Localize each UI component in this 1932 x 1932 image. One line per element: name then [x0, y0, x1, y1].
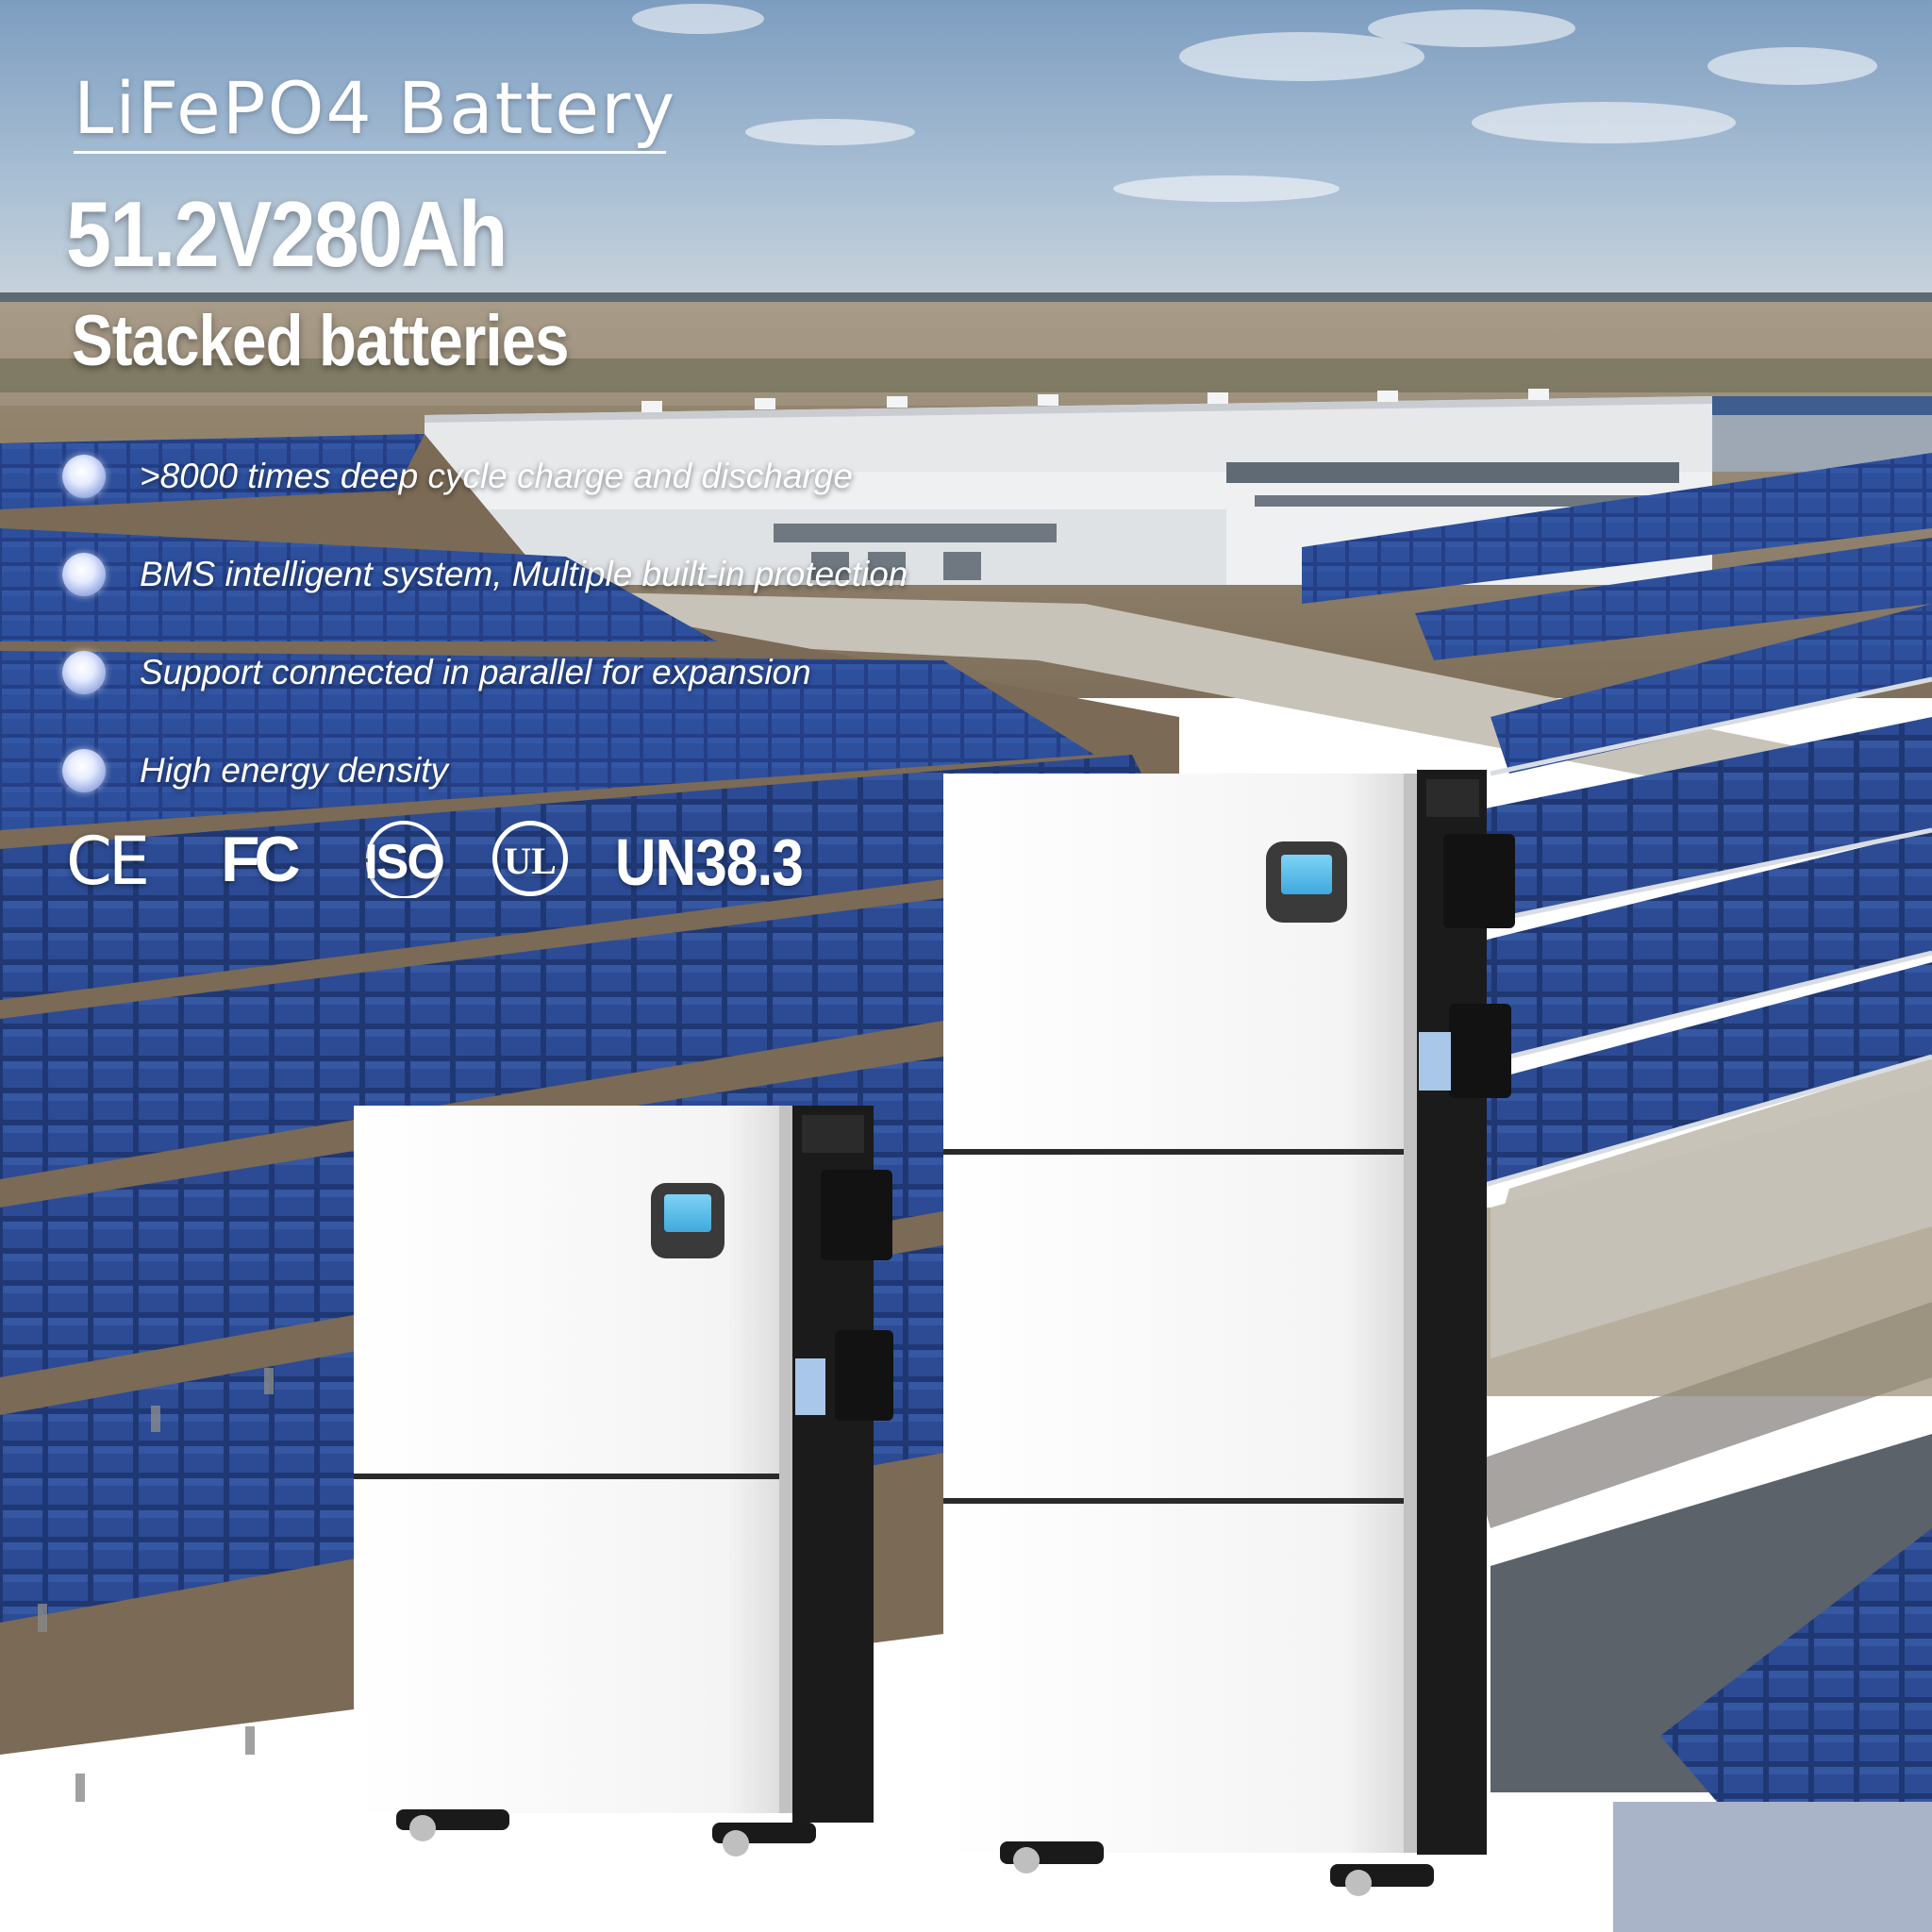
- ul-mark-label: UL: [504, 840, 557, 882]
- fcc-mark-icon: FC: [221, 824, 301, 895]
- feature-item: Support connected in parallel for expans…: [62, 647, 1006, 745]
- iso-mark-icon: ISO: [355, 821, 453, 898]
- feature-list: >8000 times deep cycle charge and discha…: [62, 451, 1006, 830]
- feature-text: >8000 times deep cycle charge and discha…: [140, 457, 853, 495]
- feature-text: High energy density: [140, 751, 449, 790]
- feature-item: >8000 times deep cycle charge and discha…: [62, 451, 1006, 549]
- product-spec: 51.2V280Ah: [66, 182, 508, 286]
- ul-mark-icon: UL: [492, 821, 568, 896]
- product-title: LiFePO4 Battery: [74, 66, 677, 150]
- feature-text: Support connected in parallel for expans…: [140, 653, 811, 691]
- feature-text: BMS intelligent system, Multiple built-i…: [140, 555, 908, 593]
- bullet-icon: [62, 455, 106, 498]
- bullet-icon: [62, 553, 106, 596]
- certification-logos: CE FC ISO UL UN38.3: [66, 821, 840, 911]
- feature-item: High energy density: [62, 745, 1006, 830]
- un38-3-mark: UN38.3: [615, 825, 804, 899]
- iso-mark-label: ISO: [364, 835, 445, 890]
- battery-3-module: [943, 770, 1515, 1896]
- product-subtitle: Stacked batteries: [72, 301, 570, 381]
- bullet-icon: [62, 749, 106, 792]
- bullet-icon: [62, 651, 106, 694]
- ce-mark-icon: CE: [66, 823, 150, 900]
- title-underline: [74, 151, 666, 154]
- battery-2-module: [354, 1106, 893, 1857]
- feature-item: BMS intelligent system, Multiple built-i…: [62, 549, 1006, 647]
